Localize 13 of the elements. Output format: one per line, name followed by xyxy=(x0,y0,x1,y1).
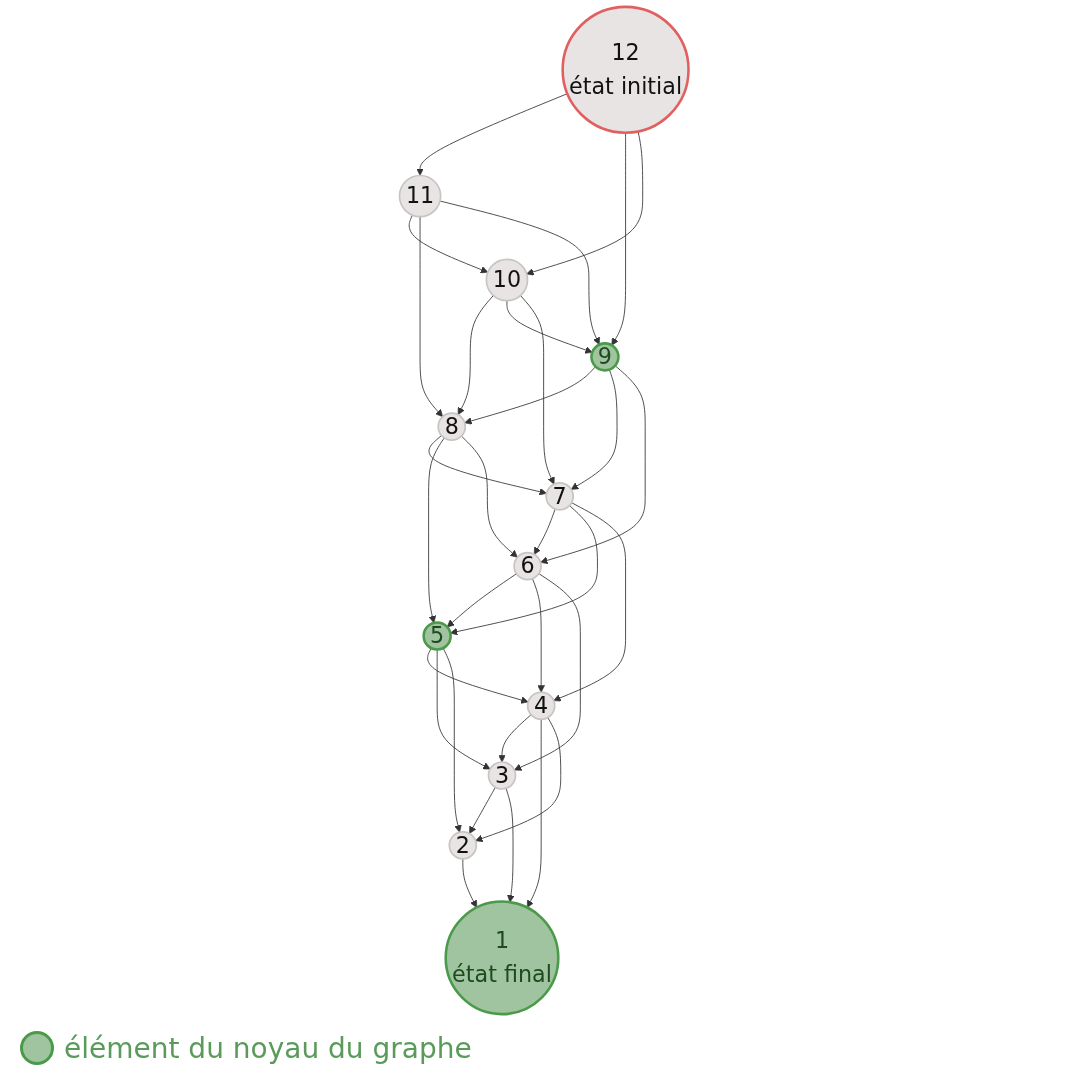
node-circle: 7 xyxy=(544,482,574,511)
node-circle: 10 xyxy=(485,258,528,302)
node-circle: 8 xyxy=(436,412,466,441)
node-circle: 2 xyxy=(448,830,477,860)
node-circle: 11 xyxy=(398,174,441,218)
node-circle: 5 xyxy=(421,621,452,651)
node-circle: 12 état initial xyxy=(560,5,690,134)
node-circle: 4 xyxy=(526,691,556,721)
node-circle: 9 xyxy=(589,342,620,372)
node-circle: 6 xyxy=(512,551,542,581)
node-circle: 3 xyxy=(487,761,516,790)
node-circle: 1 état final xyxy=(443,900,560,1016)
legend-text: élément du noyau du graphe xyxy=(64,1031,472,1065)
